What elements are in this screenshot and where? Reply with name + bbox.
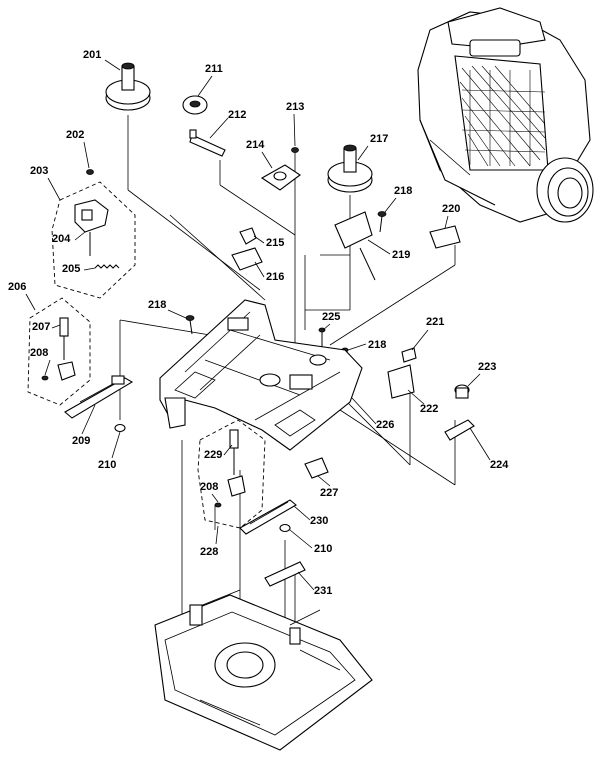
part-214-plate <box>260 164 301 191</box>
part-230-arm <box>239 499 297 535</box>
label-216: 216 <box>266 271 284 283</box>
label-206: 206 <box>8 281 26 293</box>
label-229: 229 <box>204 449 222 461</box>
label-209: 209 <box>72 435 90 447</box>
part-227-clip <box>304 457 329 479</box>
part-220-bracket <box>429 225 461 249</box>
label-213: 213 <box>286 101 304 113</box>
label-222: 222 <box>420 403 438 415</box>
label-215: 215 <box>266 237 284 249</box>
label-208: 208 <box>30 347 48 359</box>
label-217: 217 <box>370 133 388 145</box>
part-210-washer-2 <box>279 523 291 533</box>
callout-lines <box>25 59 491 591</box>
cabinet-base <box>154 589 373 751</box>
label-218-c: 218 <box>368 339 386 351</box>
label-208-b: 208 <box>200 481 218 493</box>
label-219: 219 <box>392 249 410 261</box>
part-202-screw <box>86 169 94 175</box>
part-229-pin <box>227 429 246 497</box>
part-218-screw-a <box>377 211 387 233</box>
part-209-slide-plate <box>64 375 134 419</box>
label-225: 225 <box>322 311 340 323</box>
group-outline-206 <box>27 297 91 406</box>
part-labels: 201 202 203 204 205 206 207 208 209 210 … <box>8 49 509 597</box>
label-203: 203 <box>30 165 48 177</box>
part-222-bracket <box>387 364 415 399</box>
label-221: 221 <box>426 316 444 328</box>
label-212: 212 <box>228 109 246 121</box>
group-outline-228 <box>197 419 266 529</box>
part-212-arm <box>189 129 226 157</box>
label-224: 224 <box>490 459 509 471</box>
label-211: 211 <box>205 63 223 75</box>
part-207-pin <box>57 317 76 381</box>
part-204-lever <box>74 199 109 256</box>
part-231-lever <box>264 561 306 587</box>
camcorder-illustration <box>417 7 594 223</box>
label-202: 202 <box>66 129 84 141</box>
group-outline-203 <box>51 181 136 299</box>
label-210: 210 <box>98 459 116 471</box>
part-216-lever <box>231 247 263 271</box>
label-230: 230 <box>310 515 328 527</box>
part-217-reel-gear <box>327 144 373 193</box>
label-218-b: 218 <box>148 299 166 311</box>
label-207: 207 <box>32 321 50 333</box>
part-219-sensor <box>334 211 376 281</box>
part-210-washer <box>114 423 126 433</box>
part-223-roller <box>454 384 470 399</box>
mechanism-chassis <box>159 299 363 451</box>
part-215-clip <box>239 227 257 245</box>
label-228: 228 <box>200 546 218 558</box>
part-213-washer <box>291 147 299 153</box>
label-218: 218 <box>394 185 412 197</box>
label-205: 205 <box>62 263 80 275</box>
label-210-b: 210 <box>314 543 332 555</box>
part-201-reel-gear <box>105 62 151 111</box>
label-231: 231 <box>314 585 332 597</box>
label-223: 223 <box>478 361 496 373</box>
label-226: 226 <box>376 419 394 431</box>
part-224-arm <box>444 419 475 441</box>
label-220: 220 <box>442 203 460 215</box>
label-201: 201 <box>83 49 101 61</box>
label-204: 204 <box>52 233 71 245</box>
part-208-screw-b <box>214 502 222 508</box>
part-221-plate <box>401 347 417 363</box>
label-227: 227 <box>320 487 338 499</box>
label-214: 214 <box>246 139 265 151</box>
part-205-spring <box>94 264 120 269</box>
part-211-gear <box>182 95 208 115</box>
part-208-screw <box>41 375 49 381</box>
